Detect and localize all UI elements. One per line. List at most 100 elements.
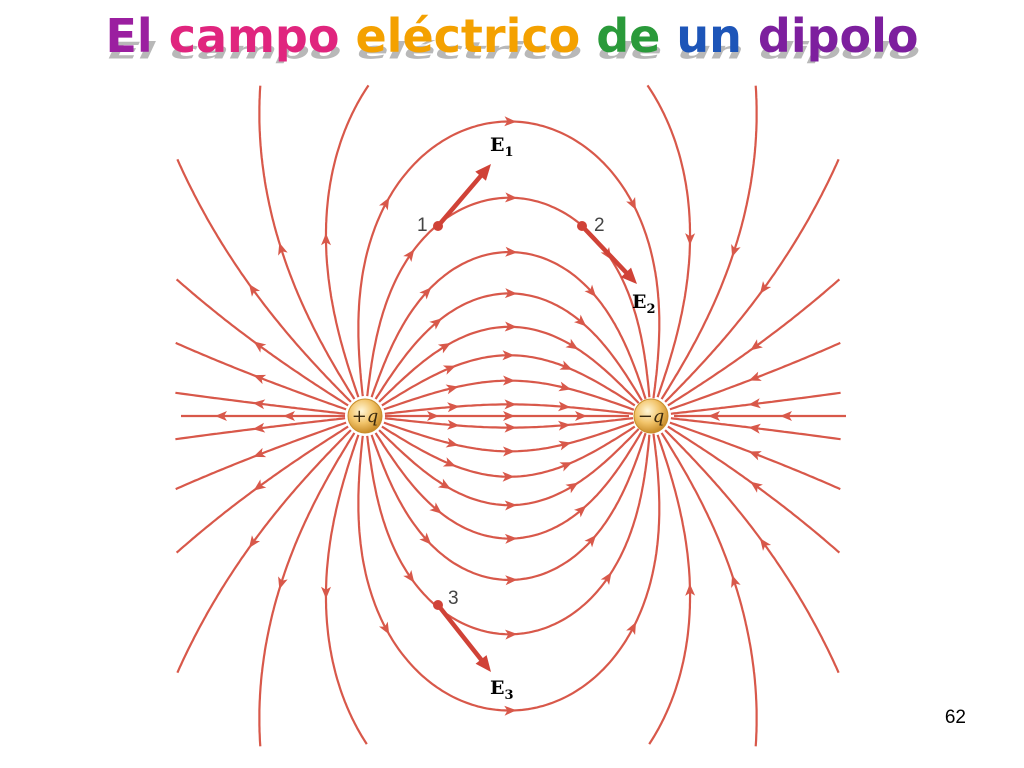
- point-3-number: 3: [448, 588, 459, 609]
- field-arrow-12: [731, 575, 741, 588]
- field-arrow-42: [427, 411, 439, 421]
- field-arrow-38: [442, 365, 456, 375]
- field-arrow-29: [278, 242, 288, 256]
- field-line-37: [378, 325, 640, 404]
- field-arrow-3: [502, 471, 515, 482]
- field-arrow-4: [504, 500, 517, 511]
- field-arrow-10: [685, 583, 696, 596]
- field-arrow-41: [283, 411, 295, 421]
- point-1-marker: 1: [417, 215, 443, 236]
- field-arrow-26: [750, 339, 763, 351]
- field-arrow-2: [445, 437, 459, 448]
- field-arrow-39: [502, 375, 515, 386]
- field-arrow-28: [759, 281, 772, 294]
- field-arrow-1: [504, 422, 517, 433]
- field-line-10: [648, 434, 692, 745]
- field-arrow-1: [447, 419, 460, 430]
- vector-e3-arrow: [435, 602, 491, 672]
- field-arrow-32: [685, 233, 696, 246]
- vector-e2-label: E2: [632, 291, 656, 317]
- field-arrow-38: [559, 360, 573, 370]
- point-3-marker: 3: [433, 588, 459, 610]
- field-arrow-39: [445, 384, 459, 395]
- field-arrow-39: [558, 381, 572, 392]
- field-arrow-2: [502, 446, 515, 457]
- field-arrow-34: [403, 249, 415, 262]
- negative-charge-label: −q: [638, 406, 665, 427]
- field-arrow-30: [731, 244, 741, 257]
- page-number: 62: [944, 707, 966, 728]
- field-arrow-2: [558, 440, 572, 451]
- vector-e2-arrow: [579, 223, 637, 284]
- field-arrow-33: [626, 196, 636, 210]
- field-line-4: [378, 428, 640, 507]
- field-arrow-5: [504, 533, 518, 544]
- field-arrow-8: [504, 705, 517, 716]
- field-arrow-16: [750, 481, 763, 493]
- field-arrow-18: [748, 451, 762, 461]
- positive-charge: +q: [347, 398, 383, 434]
- field-arrow-36: [504, 288, 518, 299]
- vector-e1-arrow: [435, 164, 491, 229]
- field-arrow-34: [504, 192, 518, 203]
- field-arrow-8: [379, 621, 390, 635]
- field-arrow-41: [215, 411, 227, 421]
- field-line-29: [258, 85, 356, 400]
- field-arrow-7: [600, 572, 612, 585]
- positive-charge-label: +q: [352, 406, 379, 427]
- point-1-number: 1: [417, 215, 428, 236]
- field-line-14: [664, 429, 840, 674]
- negative-charge: −q: [633, 398, 669, 434]
- field-arrow-31: [321, 233, 332, 246]
- vector-e3-label: E3: [490, 677, 514, 703]
- field-arrow-40: [447, 402, 460, 413]
- field-arrow-27: [248, 284, 261, 297]
- field-arrow-25: [253, 341, 267, 353]
- field-line-34: [366, 196, 651, 398]
- field-arrow-37: [504, 321, 517, 332]
- field-arrow-40: [558, 401, 571, 412]
- field-line-9: [324, 434, 368, 745]
- field-arrow-5: [429, 502, 442, 514]
- field-arrow-43: [780, 411, 792, 421]
- field-line-27: [176, 158, 352, 403]
- field-arrow-36: [573, 314, 587, 327]
- field-arrow-24: [748, 371, 762, 381]
- field-line-31: [324, 84, 370, 398]
- field-line-32: [646, 84, 692, 398]
- field-line-13: [176, 429, 352, 674]
- field-arrow-4: [565, 482, 579, 494]
- field-arrow-15: [253, 479, 267, 491]
- field-arrow-19: [252, 422, 266, 433]
- field-arrow-17: [253, 447, 267, 458]
- field-arrow-5: [573, 505, 587, 518]
- field-arrow-3: [559, 462, 573, 472]
- field-arrow-8: [626, 622, 636, 636]
- field-arrow-23: [253, 374, 267, 385]
- field-arrow-3: [442, 457, 456, 467]
- field-arrow-14: [759, 538, 772, 551]
- field-arrow-6: [584, 535, 597, 548]
- field-arrow-9: [321, 586, 332, 599]
- field-line-7: [366, 434, 651, 636]
- field-arrow-33: [504, 116, 517, 127]
- field-arrow-6: [505, 575, 518, 586]
- field-arrow-35: [584, 284, 597, 297]
- field-arrow-42: [575, 411, 587, 421]
- field-arrow-38: [502, 350, 515, 361]
- field-vectors: [435, 164, 637, 672]
- point-2-number: 2: [594, 215, 605, 236]
- field-arrow-43: [708, 411, 720, 421]
- field-arrow-13: [248, 535, 261, 548]
- field-arrow-35: [505, 246, 518, 257]
- field-line-30: [660, 85, 758, 400]
- field-arrow-11: [278, 576, 288, 590]
- field-arrow-22: [748, 398, 761, 409]
- field-line-28: [664, 158, 840, 403]
- field-arrow-37: [565, 338, 579, 350]
- title-shadow: El campo eléctrico de un dipolo: [102, 37, 927, 64]
- field-arrow-1: [558, 420, 571, 431]
- field-arrow-4: [437, 478, 451, 489]
- field-arrow-35: [419, 287, 432, 300]
